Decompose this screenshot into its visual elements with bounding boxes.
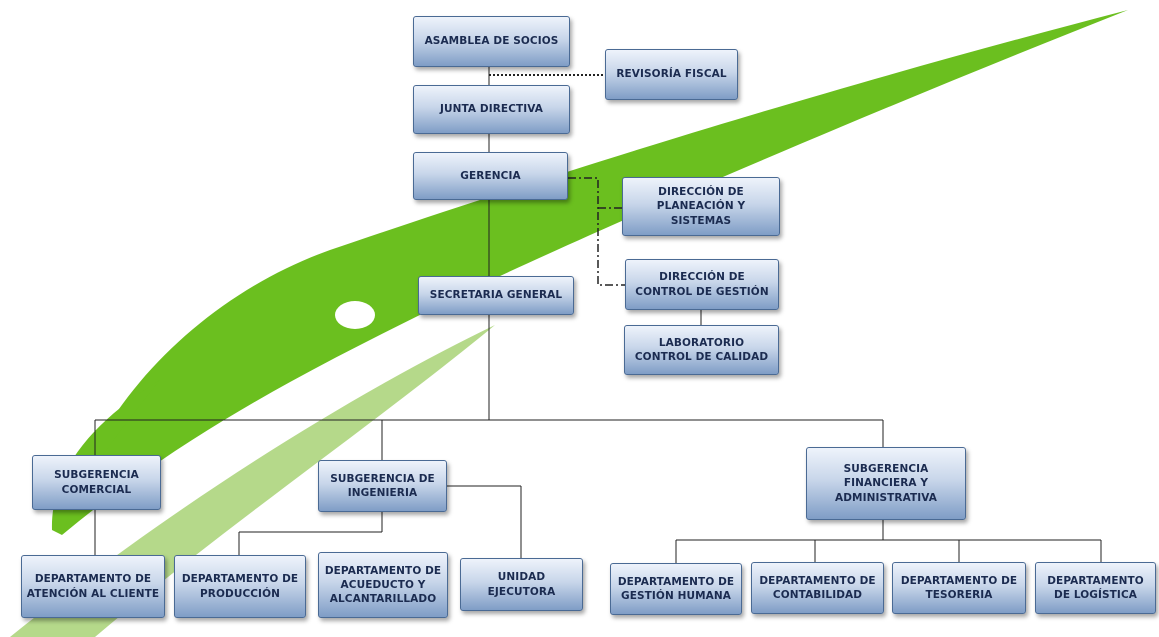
node-direccion-control-gestion[interactable]: DIRECCIÓN DE CONTROL DE GESTIÓN [625,259,779,310]
node-unidad-ejecutora[interactable]: UNIDAD EJECUTORA [460,558,583,611]
node-subgerencia-financiera[interactable]: SUBGERENCIA FINANCIERA Y ADMINISTRATIVA [806,447,966,520]
node-departamento-produccion[interactable]: DEPARTAMENTO DE PRODUCCIÓN [174,555,306,618]
node-junta-directiva[interactable]: JUNTA DIRECTIVA [413,85,570,134]
swoosh-eye [335,301,375,329]
node-subgerencia-ingenieria[interactable]: SUBGERENCIA DE INGENIERIA [318,460,447,512]
node-asamblea-de-socios[interactable]: ASAMBLEA DE SOCIOS [413,16,570,67]
node-subgerencia-comercial[interactable]: SUBGERENCIA COMERCIAL [32,455,161,510]
node-departamento-tesoreria[interactable]: DEPARTAMENTO DE TESORERIA [892,562,1026,614]
node-departamento-logistica[interactable]: DEPARTAMENTO DE LOGÍSTICA [1035,562,1156,614]
node-gerencia[interactable]: GERENCIA [413,152,568,200]
node-revisoria-fiscal[interactable]: REVISORÍA FISCAL [605,49,738,100]
node-departamento-acueducto[interactable]: DEPARTAMENTO DE ACUEDUCTO Y ALCANTARILLA… [318,552,448,618]
node-direccion-planeacion[interactable]: DIRECCIÓN DE PLANEACIÓN Y SISTEMAS [622,177,780,236]
node-departamento-contabilidad[interactable]: DEPARTAMENTO DE CONTABILIDAD [751,562,884,614]
node-departamento-atencion-cliente[interactable]: DEPARTAMENTO DE ATENCIÓN AL CLIENTE [21,555,165,618]
node-laboratorio-control-calidad[interactable]: LABORATORIO CONTROL DE CALIDAD [624,325,779,375]
node-departamento-gestion-humana[interactable]: DEPARTAMENTO DE GESTIÓN HUMANA [610,563,742,615]
green-swoosh-arc [51,380,160,535]
node-secretaria-general[interactable]: SECRETARIA GENERAL [418,276,574,315]
